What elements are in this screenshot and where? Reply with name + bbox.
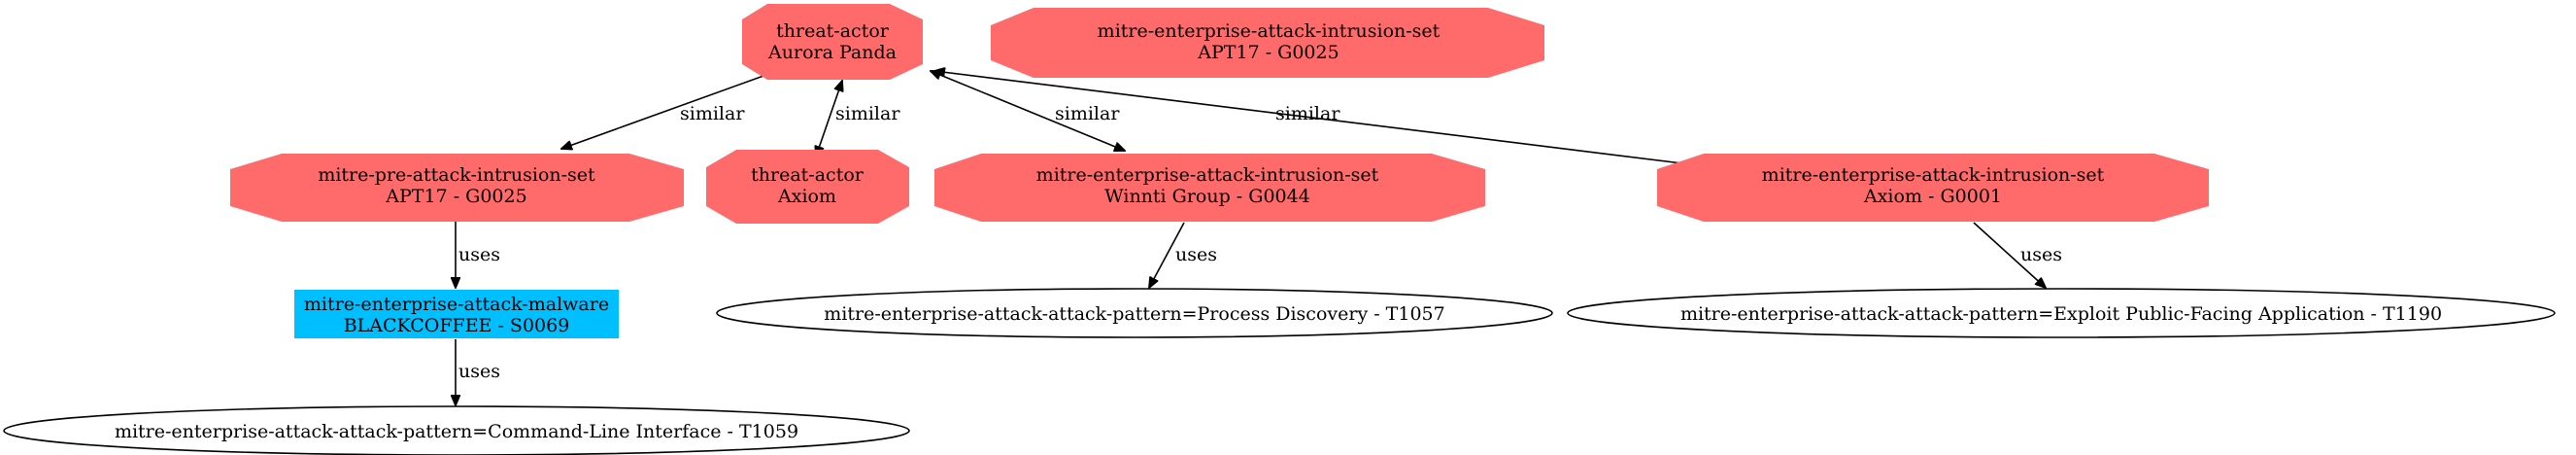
node-attack-pattern-exploit-public-facing[interactable]: mitre-enterprise-attack-attack-pattern=E… [1567, 288, 2556, 338]
edge-label-similar: similar [835, 103, 900, 124]
node-attack-pattern-command-line[interactable]: mitre-enterprise-attack-attack-pattern=C… [3, 405, 910, 455]
node-label: mitre-enterprise-attack-attack-pattern=C… [115, 421, 798, 442]
edge-uses-process-discovery: uses [1149, 222, 1217, 288]
ellipse-shape [1567, 288, 2556, 338]
node-name-label: Axiom - G0001 [1863, 186, 2002, 207]
node-type-label: mitre-enterprise-attack-intrusion-set [1098, 20, 1441, 42]
node-type-label: mitre-pre-attack-intrusion-set [318, 164, 595, 186]
node-name-label: APT17 - G0025 [385, 186, 526, 207]
edge-label-similar: similar [1275, 103, 1340, 124]
node-name-label: APT17 - G0025 [1197, 42, 1339, 63]
octagon-shape [991, 8, 1544, 78]
octagon-shape [706, 150, 909, 224]
edge-label-similar: similar [680, 103, 745, 124]
edge-similar-pre: similar [561, 71, 777, 149]
rectangle-shape [294, 290, 619, 338]
octagon-shape [230, 154, 684, 222]
node-attack-pattern-process-discovery[interactable]: mitre-enterprise-attack-attack-pattern=P… [716, 288, 1553, 338]
node-name-label: Aurora Panda [767, 42, 897, 63]
node-label: mitre-enterprise-attack-attack-pattern=P… [824, 303, 1444, 325]
octagon-shape [934, 154, 1485, 222]
node-threat-actor-axiom[interactable]: threat-actor Axiom [706, 150, 909, 224]
edge-label-uses: uses [1175, 244, 1217, 265]
edge-similar-axiom-set: similar [934, 71, 1698, 165]
edge-uses-command-line: uses [456, 339, 500, 405]
ellipse-shape [3, 405, 910, 455]
edge-uses-exploit-public: uses [1973, 222, 2062, 288]
node-label: mitre-enterprise-attack-attack-pattern=E… [1680, 303, 2442, 325]
edge-uses-blackcoffee: uses [456, 222, 500, 288]
node-threat-actor-aurora-panda[interactable]: threat-actor Aurora Panda [742, 4, 923, 80]
edge-label-uses: uses [458, 244, 500, 265]
node-type-label: mitre-enterprise-attack-malware [304, 294, 609, 315]
node-type-label: threat-actor [776, 20, 890, 42]
node-type-label: mitre-enterprise-attack-intrusion-set [1762, 164, 2105, 186]
edge-label-uses: uses [2020, 244, 2062, 265]
node-name-label: Axiom [777, 186, 836, 207]
node-name-label: BLACKCOFFEE - S0069 [344, 315, 570, 336]
node-enterprise-intrusion-set-apt17[interactable]: mitre-enterprise-attack-intrusion-set AP… [991, 8, 1544, 78]
node-name-label: Winnti Group - G0044 [1104, 186, 1310, 207]
node-malware-blackcoffee[interactable]: mitre-enterprise-attack-malware BLACKCOF… [294, 290, 619, 338]
node-type-label: mitre-enterprise-attack-intrusion-set [1036, 164, 1379, 186]
octagon-shape [1657, 154, 2209, 222]
ellipse-shape [716, 288, 1553, 338]
edge-label-similar: similar [1055, 103, 1120, 124]
node-type-label: threat-actor [751, 164, 864, 186]
octagon-shape [742, 4, 923, 80]
node-enterprise-intrusion-set-winnti[interactable]: mitre-enterprise-attack-intrusion-set Wi… [934, 154, 1485, 222]
node-pre-attack-intrusion-set-apt17[interactable]: mitre-pre-attack-intrusion-set APT17 - G… [230, 154, 684, 222]
edge-label-uses: uses [458, 361, 500, 382]
edge-similar-axiom-actor: similar [816, 81, 900, 157]
node-enterprise-intrusion-set-axiom[interactable]: mitre-enterprise-attack-intrusion-set Ax… [1657, 154, 2209, 222]
